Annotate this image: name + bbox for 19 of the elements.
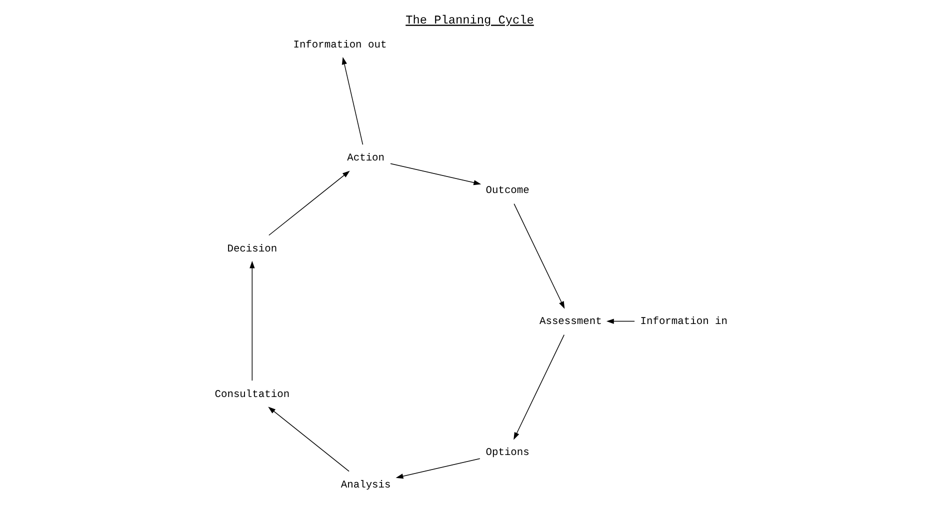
arrow <box>268 170 350 236</box>
node-text: Consultation <box>214 388 290 400</box>
arrow <box>513 334 564 440</box>
arrow <box>249 260 254 380</box>
node-text: Information out <box>292 38 386 51</box>
node-text: Information in <box>640 316 728 328</box>
node-text: Decision <box>226 242 277 255</box>
arrow <box>395 458 480 478</box>
node-text: Outcome <box>485 184 529 197</box>
node-text: Options <box>485 446 529 459</box>
arrow <box>390 162 481 185</box>
arrow <box>606 318 634 324</box>
node-text: Assessment <box>538 316 602 328</box>
node-text: Action <box>346 152 384 164</box>
arrow <box>341 56 363 144</box>
node-text: Analysis <box>340 478 390 491</box>
arrow <box>513 202 564 308</box>
diagram-title: The Planning Cycle <box>405 13 534 28</box>
arrow <box>268 406 349 472</box>
